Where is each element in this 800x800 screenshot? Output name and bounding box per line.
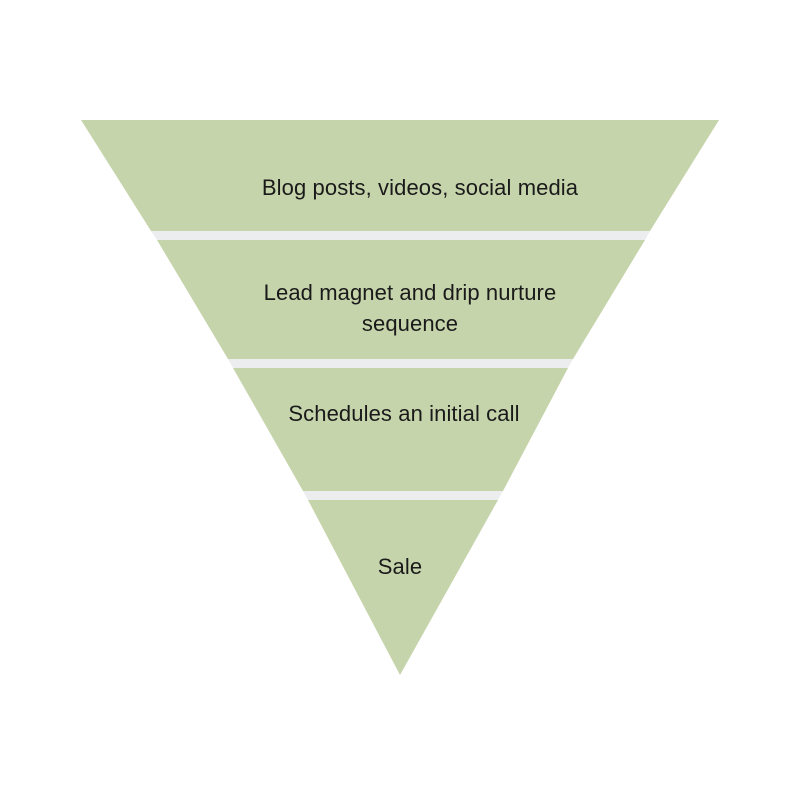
funnel-divider-1 bbox=[151, 231, 650, 240]
funnel-divider-2 bbox=[228, 359, 573, 368]
funnel-stage-3-shape[interactable] bbox=[233, 368, 568, 491]
funnel-divider-3 bbox=[303, 491, 503, 500]
funnel-stage-4-shape[interactable] bbox=[308, 500, 498, 675]
funnel-stage-2-shape[interactable] bbox=[157, 240, 645, 359]
funnel-stage-1-shape[interactable] bbox=[81, 120, 719, 231]
